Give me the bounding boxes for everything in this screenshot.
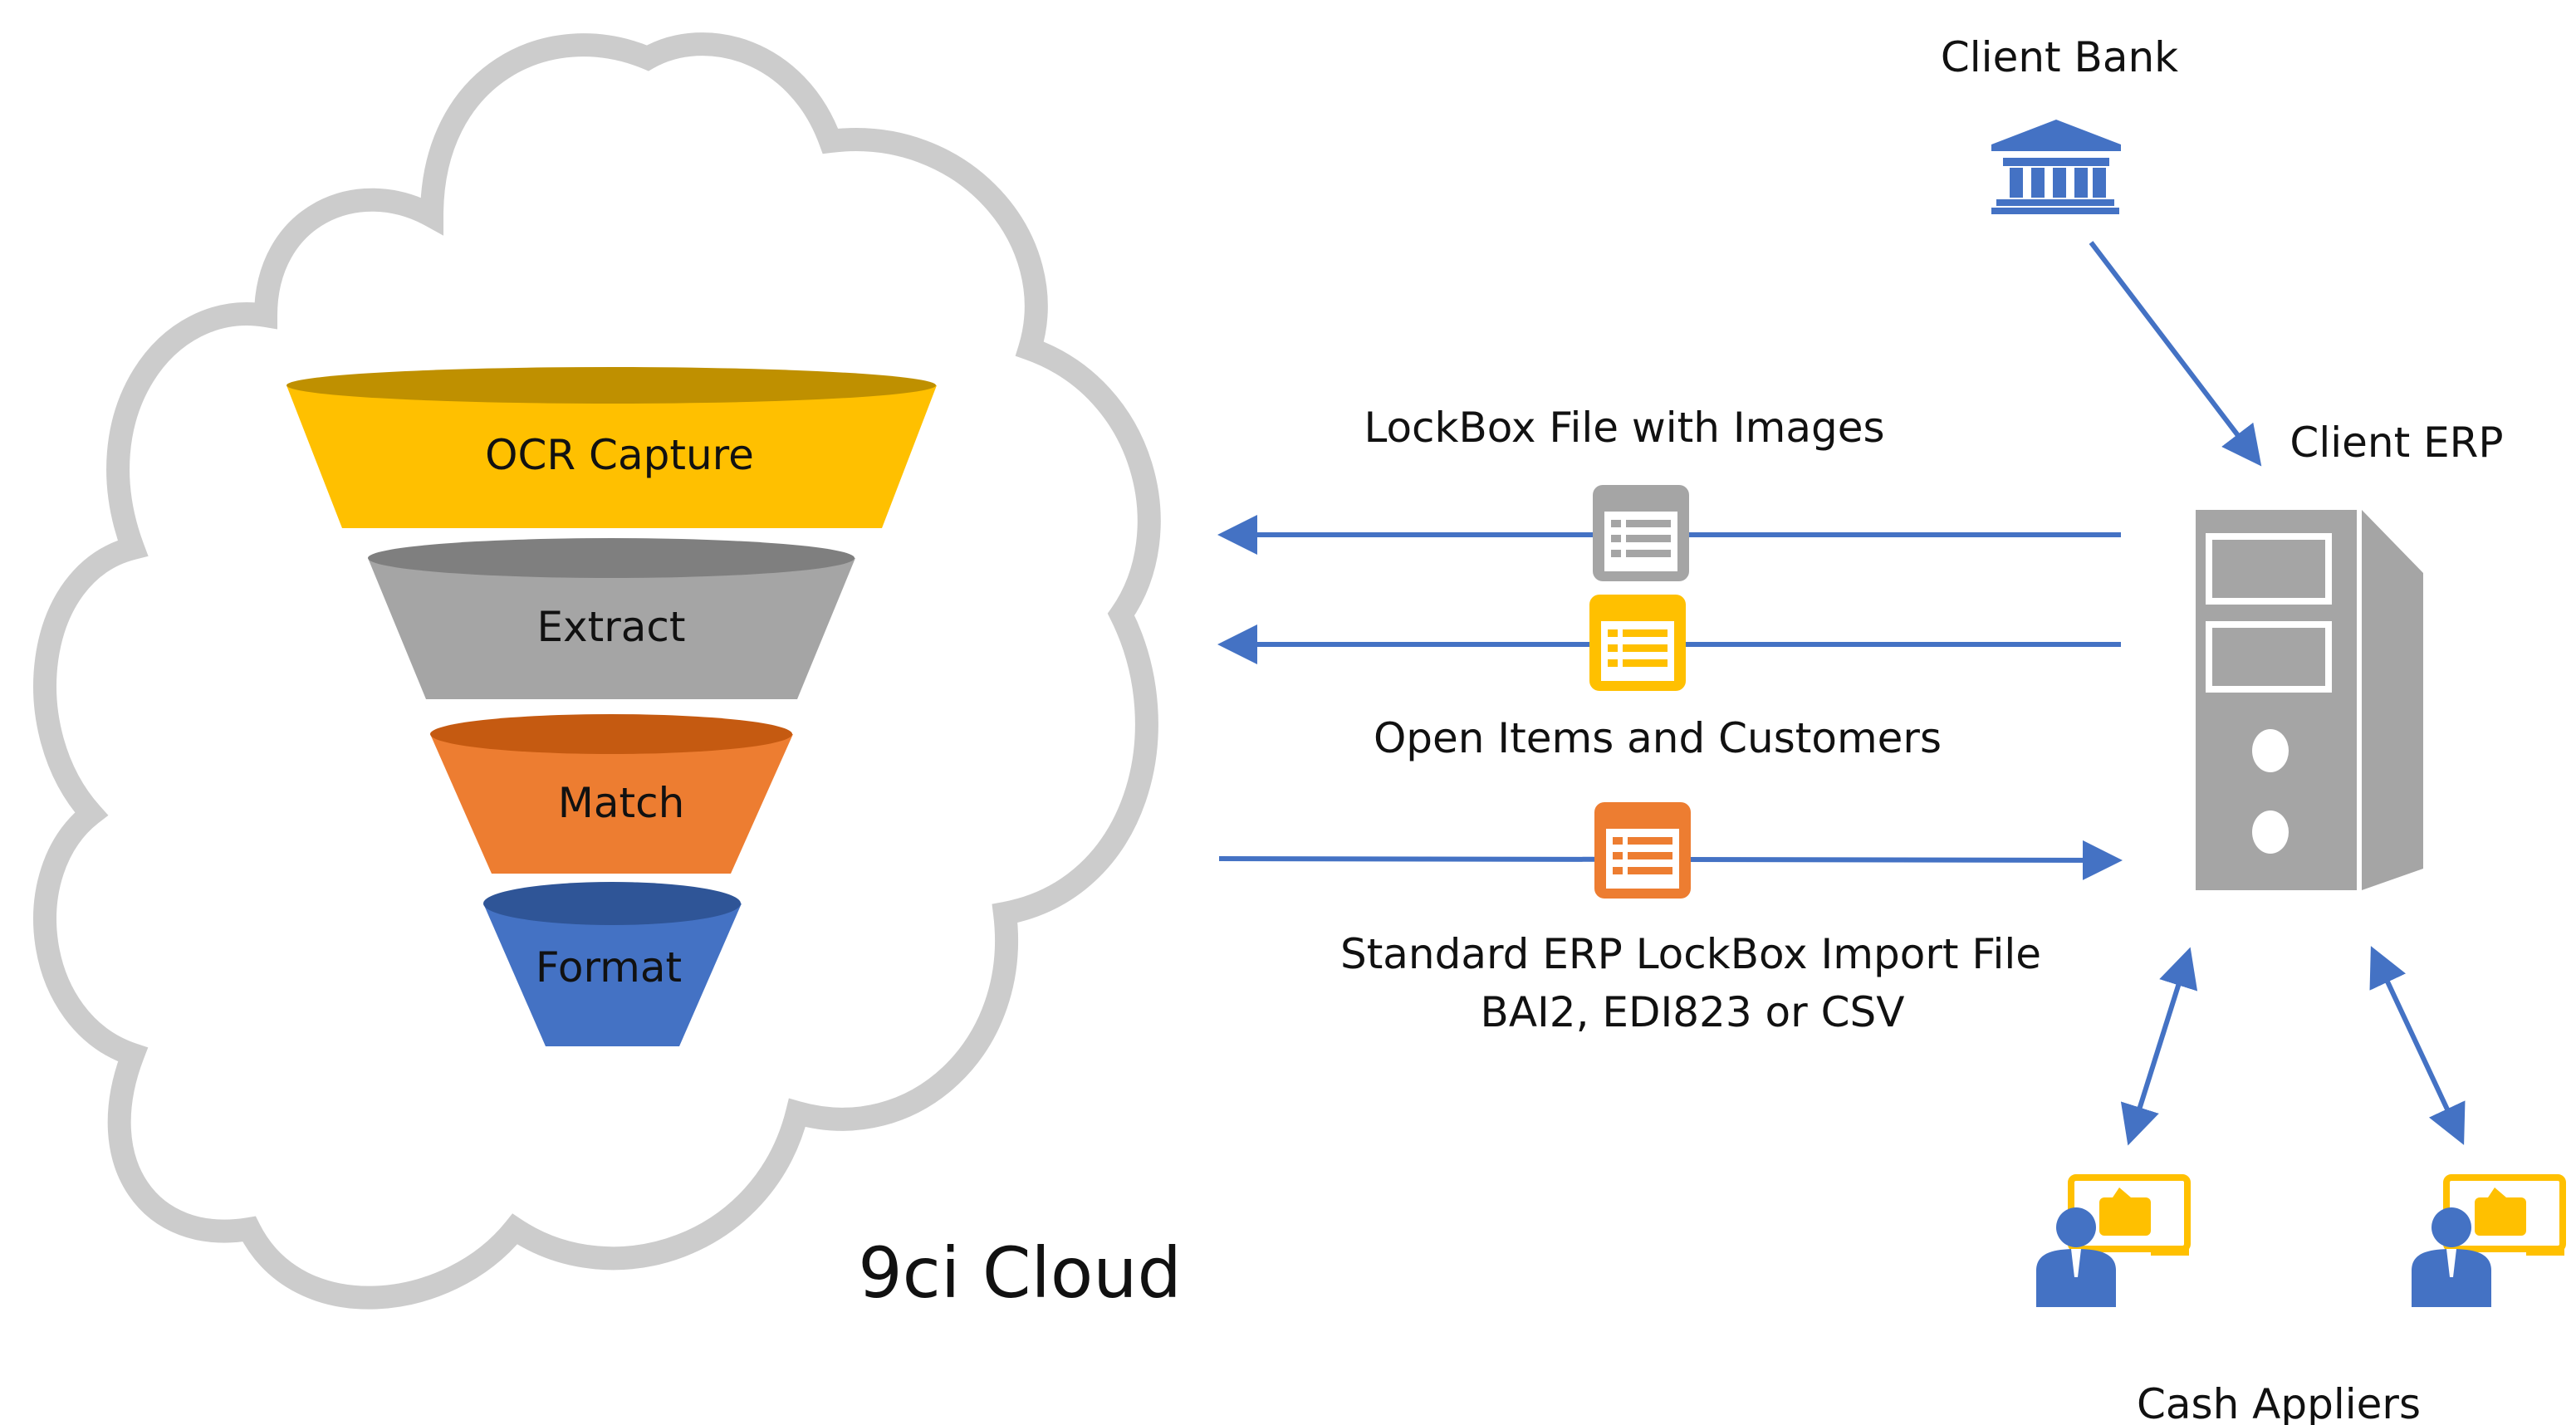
cloud-label: 9ci Cloud — [858, 1232, 1182, 1314]
document-icon — [1594, 802, 1691, 899]
client-bank-label: Client Bank — [1941, 33, 2178, 81]
import-file-label: Standard ERP LockBox Import File — [1340, 930, 2041, 978]
document-icon — [1589, 595, 1686, 691]
bank-icon — [1991, 120, 2121, 214]
cloud-shape — [33, 32, 1161, 1310]
funnel-label: Match — [558, 779, 685, 827]
funnel-stage-format: Format — [483, 882, 742, 1046]
server-icon — [2196, 510, 2423, 890]
funnel-stage-match: Match — [430, 714, 793, 874]
user-computer-icon — [2036, 1174, 2191, 1307]
funnel-stage-ocr-capture: OCR Capture — [286, 367, 937, 528]
arrow-erp-applier-right — [2369, 946, 2466, 1145]
lockbox-file-label: LockBox File with Images — [1364, 404, 1884, 452]
funnel-label: Extract — [536, 603, 685, 651]
cash-appliers-label: Cash Appliers — [2137, 1380, 2421, 1425]
document-icon — [1593, 485, 1689, 581]
client-erp-label: Client ERP — [2290, 419, 2503, 467]
funnel-label: OCR Capture — [485, 431, 754, 479]
open-items-label: Open Items and Customers — [1374, 714, 1942, 762]
funnel-stage-extract: Extract — [368, 538, 855, 699]
import-formats-label: BAI2, EDI823 or CSV — [1481, 988, 1905, 1036]
user-computer-icon — [2412, 1174, 2566, 1307]
arrow-bank-to-erp — [2089, 241, 2262, 467]
arrow-erp-applier-left — [2120, 947, 2198, 1146]
funnel-label: Format — [536, 943, 682, 992]
